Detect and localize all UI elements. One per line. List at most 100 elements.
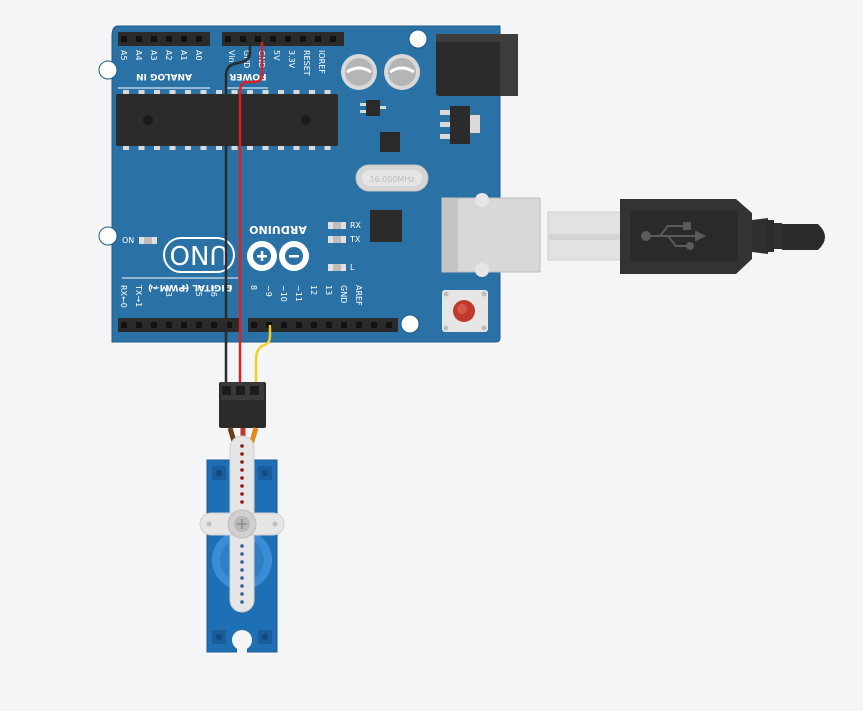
header-pin-hole[interactable] — [356, 322, 362, 328]
header-pin-hole[interactable] — [121, 36, 127, 42]
digital-header-high[interactable] — [248, 318, 398, 332]
digital-pin-label: 13 — [324, 285, 333, 295]
digital-pin-label: 4 — [179, 285, 188, 290]
power-header[interactable] — [222, 32, 344, 46]
small-chip — [380, 132, 400, 152]
header-pin-hole[interactable] — [136, 36, 142, 42]
signal-wire-pin9[interactable] — [254, 325, 272, 388]
chip-pin — [278, 146, 284, 150]
header-pin-hole[interactable] — [151, 322, 157, 328]
digital-pin-label: ~3 — [164, 285, 173, 297]
header-pin-hole[interactable] — [225, 36, 231, 42]
header-pin-hole[interactable] — [181, 322, 187, 328]
usb-trident-icon — [641, 222, 707, 250]
header-pin-hole[interactable] — [300, 36, 306, 42]
uno-badge: UNO — [163, 237, 235, 273]
digital-pin-label: ~9 — [264, 285, 273, 297]
horn-hole — [240, 444, 244, 448]
power-pin-label: 5V — [272, 50, 281, 61]
digital-pin-label: ~11 — [294, 285, 303, 302]
svg-text:TX: TX — [349, 235, 361, 244]
header-pin-hole[interactable] — [311, 322, 317, 328]
header-pin-hole[interactable] — [226, 322, 232, 328]
chip-pin — [185, 146, 191, 150]
header-pin-hole[interactable] — [196, 36, 202, 42]
svg-text:L: L — [350, 263, 355, 272]
horn-hole — [240, 560, 244, 564]
header-pin-hole[interactable] — [121, 322, 127, 328]
header-pin-hole[interactable] — [240, 36, 246, 42]
reset-button[interactable] — [442, 290, 488, 332]
header-pin-hole[interactable] — [281, 322, 287, 328]
header-pin-hole[interactable] — [251, 322, 257, 328]
digital-pin-label: 7 — [224, 285, 233, 290]
gnd-wire[interactable] — [224, 42, 252, 388]
mounting-hole — [98, 226, 118, 246]
chip-pin — [278, 90, 284, 94]
usb-cable[interactable] — [547, 199, 825, 274]
horn-hole — [240, 460, 244, 464]
mounting-hole — [98, 60, 118, 80]
dc-barrel-jack[interactable] — [436, 34, 518, 96]
chip-pin — [309, 90, 315, 94]
arduino-brand-label: ARDUINO — [249, 223, 307, 236]
tx-led: TX — [328, 235, 361, 244]
chip-pin — [247, 146, 253, 150]
mounting-hole — [408, 29, 428, 49]
digital-pin-label: ~6 — [209, 285, 218, 297]
header-pin-hole[interactable] — [136, 322, 142, 328]
header-pin-hole[interactable] — [330, 36, 336, 42]
chip-pin — [262, 90, 269, 94]
power-pin-label: 3.3V — [287, 50, 296, 69]
digital-pin-label: TX→1 — [134, 284, 143, 307]
header-pin-hole[interactable] — [296, 322, 302, 328]
analog-pin-label: A1 — [179, 50, 188, 61]
digital-pin-label: ~10 — [279, 285, 288, 302]
horn-hole — [240, 568, 244, 572]
servo-horn[interactable] — [199, 435, 285, 613]
chip-pin — [293, 146, 300, 150]
digital-pin-label: 12 — [309, 285, 318, 295]
micro-servo[interactable] — [199, 382, 285, 654]
power-pin-label: Vin — [227, 50, 236, 63]
header-pin-hole[interactable] — [285, 36, 291, 42]
infinity-logo-icon — [247, 241, 309, 271]
wires — [224, 42, 272, 388]
analog-pin-label: A0 — [194, 50, 203, 61]
horn-hole — [240, 476, 244, 480]
header-pin-hole[interactable] — [166, 36, 172, 42]
analog-pin-label: A2 — [164, 50, 173, 61]
header-pin-hole[interactable] — [270, 36, 276, 42]
power-pin-label: RESET — [302, 50, 311, 76]
usb-b-port[interactable] — [441, 193, 541, 277]
header-pin-hole[interactable] — [341, 322, 347, 328]
chip-pin — [324, 90, 331, 94]
vcc-5v-wire[interactable] — [238, 42, 264, 388]
header-pin-hole[interactable] — [371, 322, 377, 328]
svg-text:RX: RX — [350, 221, 362, 230]
rx-led: RX — [328, 221, 362, 230]
header-pin-hole[interactable] — [386, 322, 392, 328]
horn-hole — [240, 584, 244, 588]
header-pin-hole[interactable] — [211, 322, 217, 328]
chip-pin — [200, 90, 207, 94]
chip-pin — [169, 146, 176, 150]
chip-pin — [262, 146, 269, 150]
header-pin-hole[interactable] — [151, 36, 157, 42]
header-pin-hole[interactable] — [196, 322, 202, 328]
horn-hole — [240, 468, 244, 472]
header-pin-hole[interactable] — [315, 36, 321, 42]
header-pin-hole[interactable] — [181, 36, 187, 42]
capacitor — [384, 54, 420, 90]
analog-in-label: ANALOG IN — [136, 71, 192, 81]
transistor — [360, 100, 386, 116]
header-pin-hole[interactable] — [326, 322, 332, 328]
horn-hole — [240, 544, 244, 548]
header-pin-hole[interactable] — [166, 322, 172, 328]
analog-header[interactable] — [118, 32, 210, 46]
digital-header-low[interactable] — [118, 318, 240, 332]
header-pin-hole[interactable] — [255, 36, 261, 42]
